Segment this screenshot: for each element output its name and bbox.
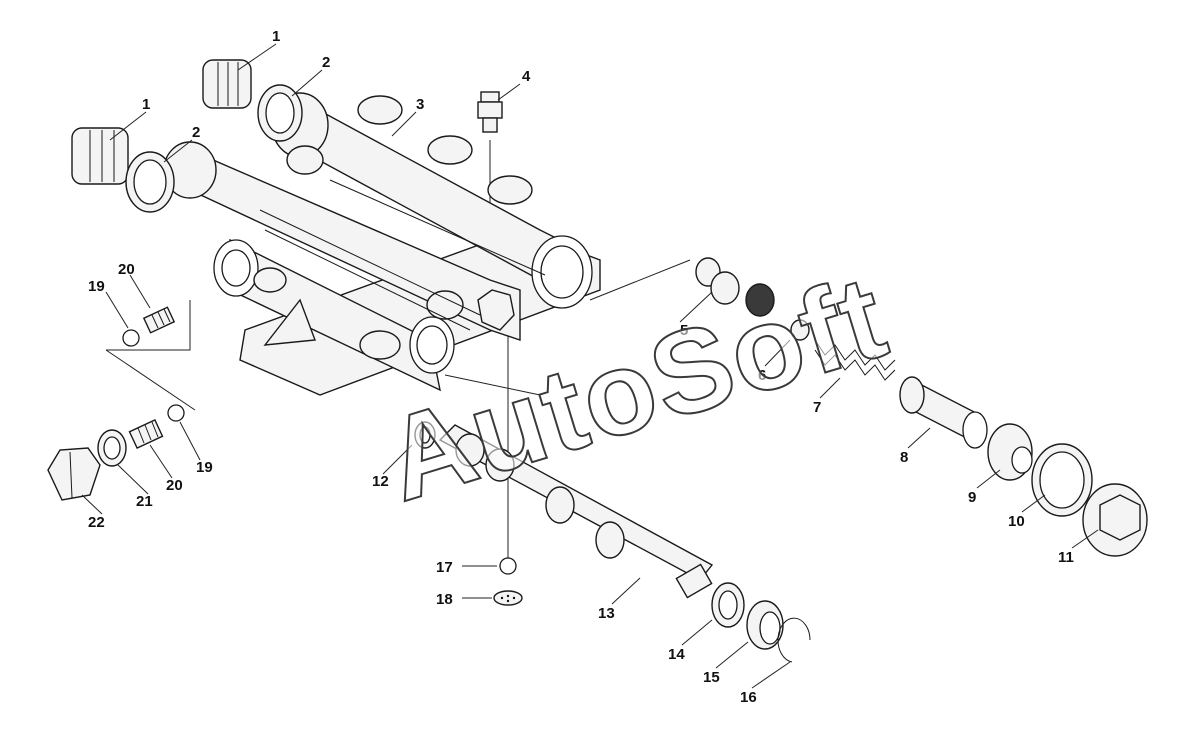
- callout-8: 8: [900, 449, 908, 466]
- circlip-16: [777, 617, 811, 663]
- callout-leaders: [81, 43, 1099, 689]
- callout-7: 7: [813, 399, 821, 416]
- seal-14: [711, 582, 745, 628]
- callout-11: 11: [1058, 549, 1074, 566]
- assembly-lines: [105, 140, 691, 560]
- spring-20-upper: [142, 306, 176, 334]
- callout-labels: 1 1 2 2 3 4 5 6 7 8 9 10 11 12 13 14 15 …: [88, 28, 1074, 706]
- spool-5: [695, 257, 740, 305]
- callout-1-upper: 1: [272, 28, 280, 45]
- callout-19-lower: 19: [196, 459, 213, 476]
- ball-19-upper: [122, 329, 140, 347]
- plunger-9: [987, 423, 1033, 481]
- plug-1-lower: [71, 127, 129, 185]
- callout-2-upper: 2: [322, 54, 330, 71]
- spring-7: [814, 339, 896, 381]
- ball-17: [499, 557, 517, 575]
- washer-21: [97, 429, 127, 467]
- callout-12: 12: [372, 473, 389, 490]
- plug-22: [47, 447, 101, 501]
- spring-20-lower: [128, 418, 164, 450]
- callout-20-upper: 20: [118, 261, 135, 278]
- callout-1-lower: 1: [142, 96, 150, 113]
- callout-3: 3: [416, 96, 424, 113]
- plug-11: [1082, 483, 1148, 557]
- callout-5: 5: [680, 322, 688, 339]
- spool-13: [438, 424, 714, 599]
- callout-4: 4: [522, 68, 531, 85]
- washer-2-upper: [257, 84, 303, 142]
- callout-15: 15: [703, 669, 720, 686]
- callout-9: 9: [968, 489, 976, 506]
- washer-2-lower: [125, 151, 175, 213]
- sleeve-8: [899, 376, 988, 449]
- valve-body: [163, 92, 601, 396]
- washer-10: [1031, 443, 1093, 517]
- callout-6: 6: [758, 367, 766, 384]
- callout-2-lower: 2: [192, 124, 200, 141]
- callout-22: 22: [88, 514, 105, 531]
- ball-19-lower: [167, 404, 185, 422]
- callout-13: 13: [598, 605, 615, 622]
- breather-fitting-4: [477, 91, 503, 133]
- callout-14: 14: [668, 646, 685, 663]
- callout-10: 10: [1008, 513, 1025, 530]
- ring-12: [414, 421, 436, 449]
- callout-17: 17: [436, 559, 453, 576]
- callout-19-upper: 19: [88, 278, 105, 295]
- callout-16: 16: [740, 689, 757, 706]
- valve-6: [745, 283, 810, 341]
- filter-disc-18: [493, 590, 523, 606]
- callout-20-lower: 20: [166, 477, 183, 494]
- plug-1-upper: [202, 59, 252, 109]
- callout-18: 18: [436, 591, 453, 608]
- callout-21: 21: [136, 493, 153, 510]
